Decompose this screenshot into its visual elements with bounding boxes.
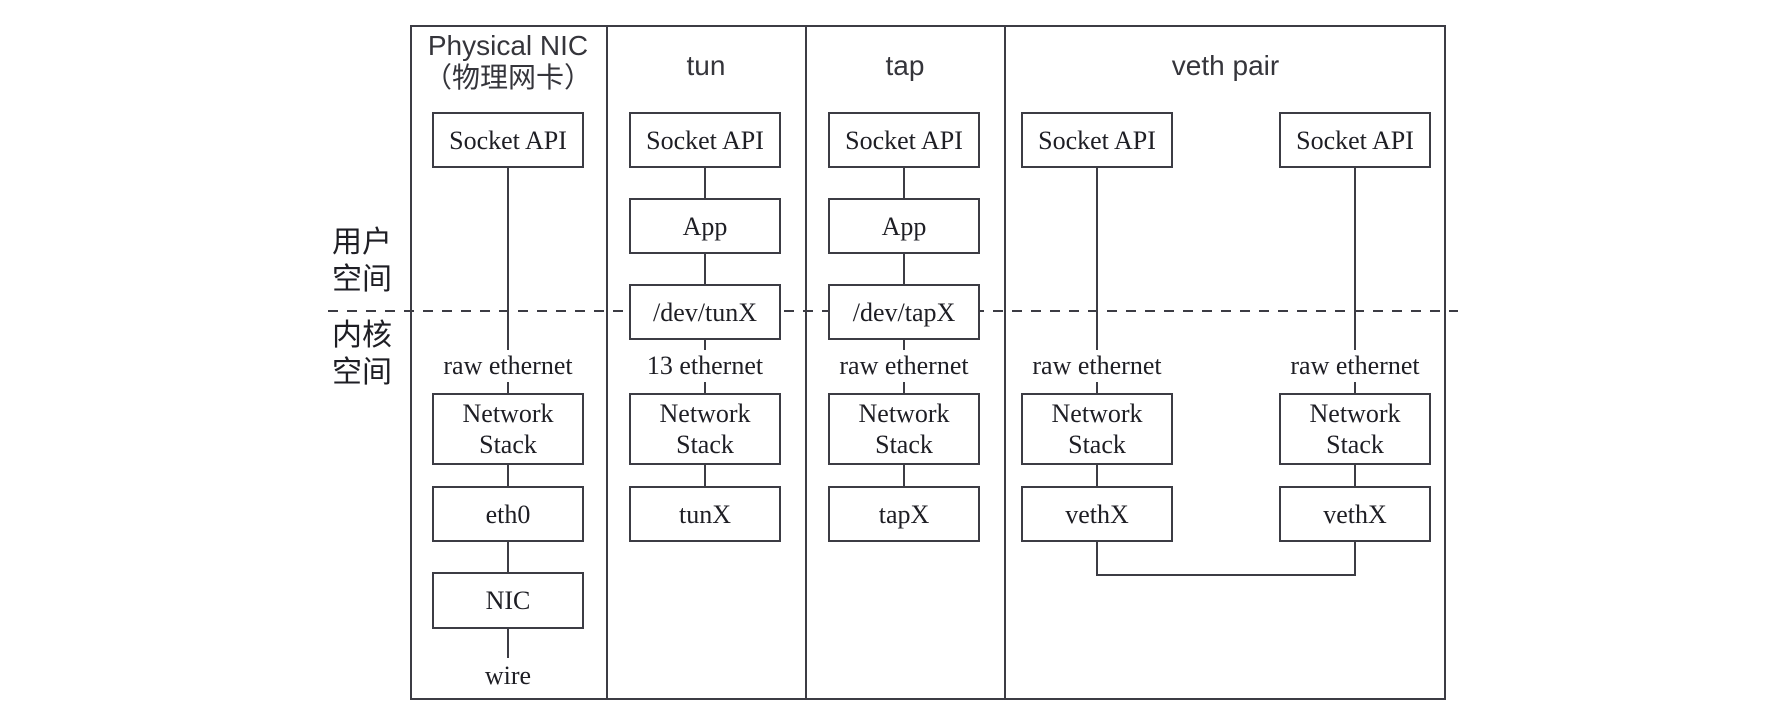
socket-api-box: Socket API [1279,112,1431,168]
dev-tunx-box: /dev/tunX [629,284,781,340]
network-stack-line2: Stack [875,430,933,459]
vethx-box: vethX [1021,486,1173,542]
connector-line [507,464,509,486]
socket-api-box: Socket API [629,112,781,168]
kernel-space-label-line2: 空间 [332,356,392,389]
tun-title: tun [686,50,726,81]
wire-label: wire [432,660,584,692]
connector-line [1096,168,1098,393]
column-divider [805,25,807,700]
user-space-label: 用户 空间 [322,224,402,298]
connector-line [1096,542,1098,576]
network-stack-box: Network Stack [629,393,781,465]
raw-ethernet-label: raw ethernet [1013,350,1181,382]
socket-api-box: Socket API [1021,112,1173,168]
network-stack-line2: Stack [479,430,537,459]
connector-line [1096,464,1098,486]
raw-ethernet-label: raw ethernet [1271,350,1439,382]
network-stack-line2: Stack [676,430,734,459]
tapx-box: tapX [828,486,980,542]
connector-line [704,168,706,198]
veth-pair-link-line [1096,574,1356,576]
app-box: App [828,198,980,254]
socket-api-box: Socket API [828,112,980,168]
network-stack-box: Network Stack [432,393,584,465]
dev-tapx-box: /dev/tapX [828,284,980,340]
kernel-space-label-line1: 内核 [332,319,392,352]
connector-line [1354,542,1356,576]
eth0-box: eth0 [432,486,584,542]
raw-ethernet-label: raw ethernet [820,350,988,382]
connector-line [903,464,905,486]
user-space-label-line1: 用户 [332,226,392,259]
l3-ethernet-label: 13 ethernet [621,350,789,382]
connector-line [704,464,706,486]
socket-api-box: Socket API [432,112,584,168]
user-space-label-line2: 空间 [332,263,392,296]
column-divider [1004,25,1006,700]
kernel-space-label: 内核 空间 [322,317,402,391]
physical-nic-title-line1: Physical NIC [427,30,589,61]
network-stack-line2: Stack [1068,430,1126,459]
veth-pair-title: veth pair [1171,50,1280,81]
network-stack-line2: Stack [1326,430,1384,459]
connector-line [507,542,509,572]
connector-line [704,254,706,284]
connector-line [1354,168,1356,393]
diagram-frame [410,25,1446,700]
tunx-box: tunX [629,486,781,542]
connector-line [1354,464,1356,486]
physical-nic-title-line2: （物理网卡） [423,62,592,93]
physical-nic-title: Physical NIC （物理网卡） [410,30,606,94]
connector-line [903,254,905,284]
network-stack-line1: Network [462,399,554,428]
connector-line [507,168,509,393]
column-divider [606,25,608,700]
nic-box: NIC [432,572,584,629]
raw-ethernet-label: raw ethernet [424,350,592,382]
app-box: App [629,198,781,254]
network-stack-box: Network Stack [1021,393,1173,465]
network-stack-box: Network Stack [828,393,980,465]
vethx-box: vethX [1279,486,1431,542]
network-stack-line1: Network [858,399,950,428]
network-stack-line1: Network [1309,399,1401,428]
network-stack-line1: Network [659,399,751,428]
network-stack-box: Network Stack [1279,393,1431,465]
connector-line [507,629,509,658]
tap-title: tap [885,50,925,81]
network-stack-line1: Network [1051,399,1143,428]
connector-line [903,168,905,198]
